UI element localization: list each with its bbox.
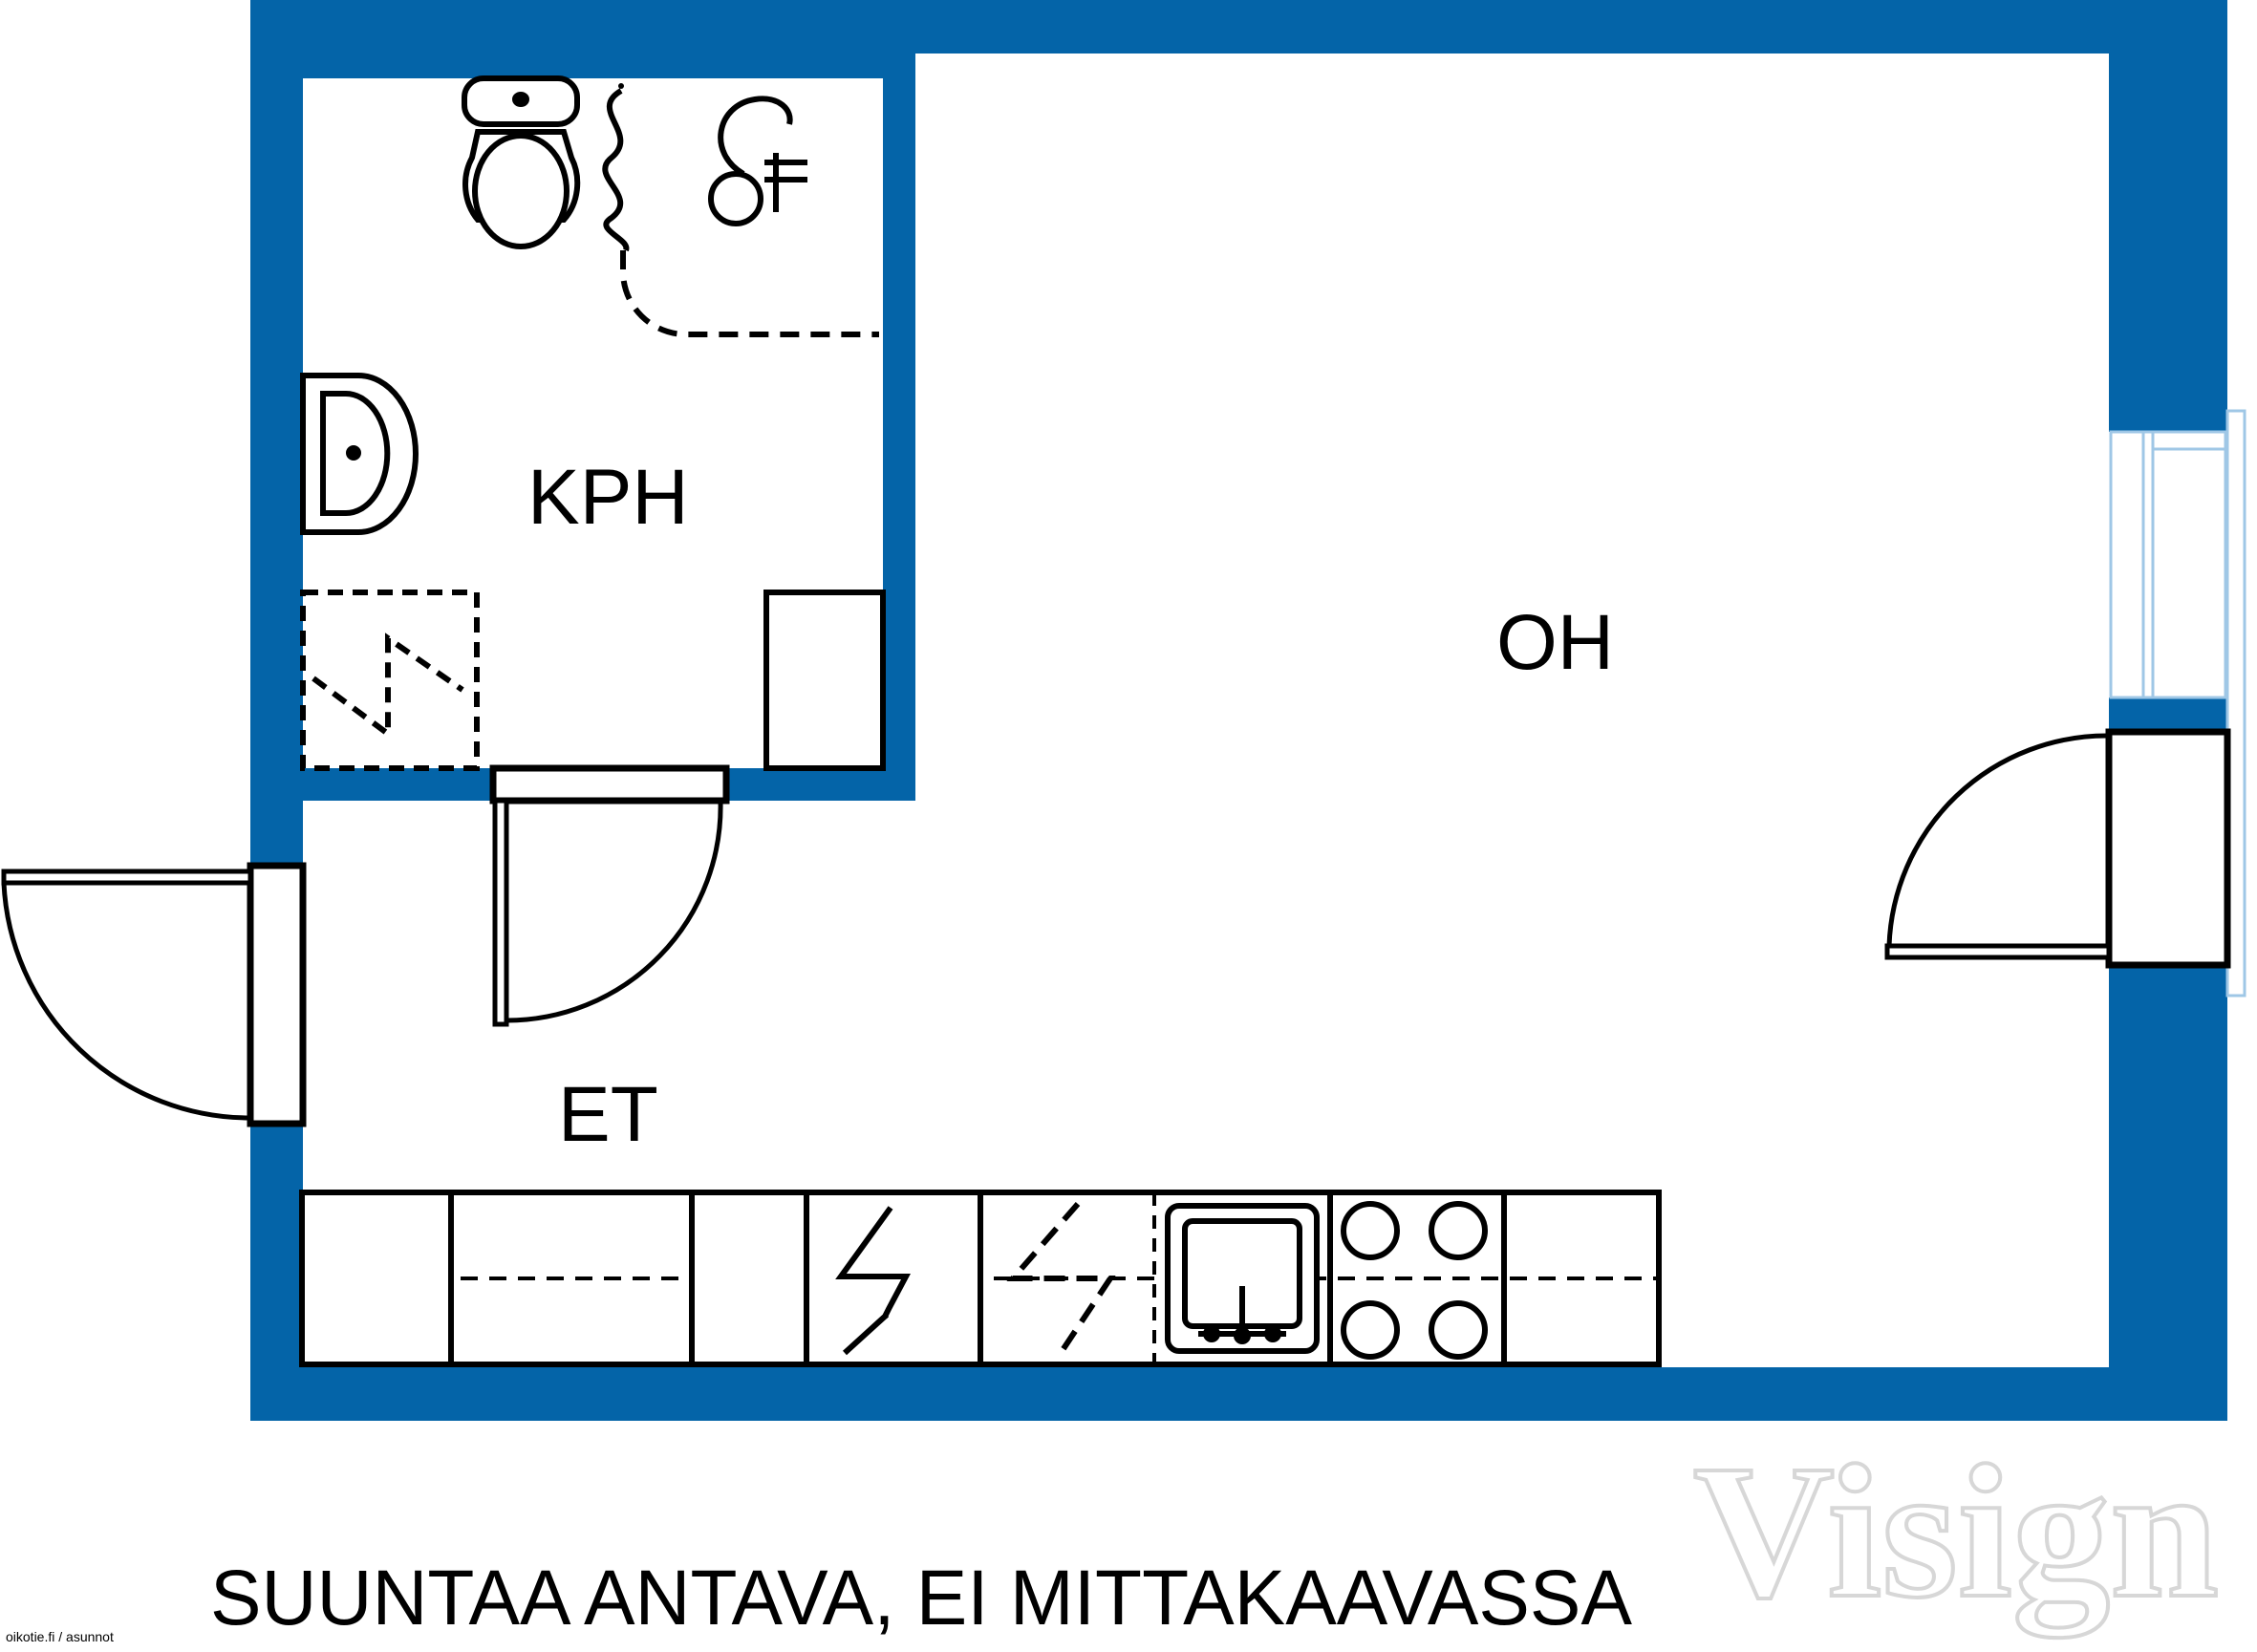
sink-icon: [1165, 1203, 1320, 1354]
stove-icon: [1341, 1201, 1488, 1360]
room-label-living-room: OH: [1496, 599, 1614, 686]
kitchen-counter: [299, 1190, 1662, 1367]
window: [2109, 409, 2246, 998]
washbasin-icon: [300, 373, 419, 535]
freezer-icon: [1006, 1202, 1116, 1355]
balcony-door-leaf: [1884, 943, 2112, 960]
entrance-door-leaf: [1, 869, 253, 886]
source-credit: oikotie.fi / asunnot: [6, 1629, 114, 1644]
room-label-entrance: ET: [558, 1071, 658, 1158]
balcony-door-swing: [1886, 733, 2110, 947]
toilet-icon: [462, 75, 581, 249]
shower-mixer-icon: [708, 96, 807, 226]
bathroom-door-leaf: [492, 798, 509, 1027]
washing-machine-icon: [300, 590, 480, 771]
window-frame: [2109, 430, 2227, 699]
bathroom-cabinet: [763, 590, 886, 771]
shower-head-icon: [618, 83, 624, 89]
bathroom-fixtures: [300, 75, 886, 771]
bathroom-door-frame: [489, 764, 730, 805]
window-outer-frame: [2225, 409, 2246, 998]
doors: [1, 728, 2231, 1127]
room-label-bathroom: KPH: [527, 454, 689, 541]
bathroom-wall-vertical: [883, 54, 915, 801]
shower-area-outline: [620, 250, 879, 337]
disclaimer-note: SUUNTAA ANTAVA, EI MITTAKAAVASSA: [210, 1555, 1632, 1641]
entrance-door-swing: [1, 882, 251, 1121]
balcony-door-frame: [2105, 728, 2231, 969]
shower-hose-icon: [602, 88, 630, 252]
bathroom-wall-top: [303, 54, 883, 78]
entrance-door-frame: [247, 862, 307, 1127]
refrigerator-icon: [835, 1206, 911, 1356]
bathroom-door-swing: [505, 800, 723, 1023]
brand-watermark: Visign: [1693, 1427, 2219, 1638]
window-opening: [2109, 432, 2227, 697]
